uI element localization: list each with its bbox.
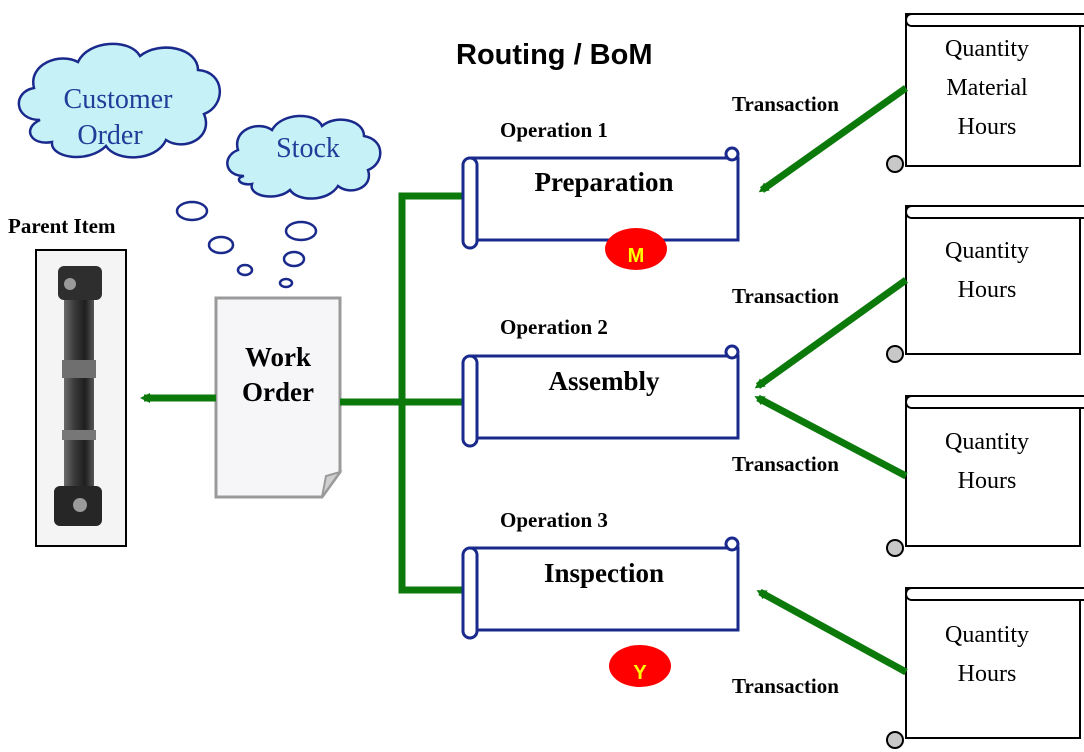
diagram-title: Routing / BoM <box>456 39 653 71</box>
operation-name: Assembly <box>548 366 660 396</box>
transaction-arrow-3 <box>754 394 908 480</box>
doc-line: Material <box>946 75 1028 101</box>
operation-2: Operation 2 Assembly <box>461 315 740 448</box>
operation-1: Operation 1 Preparation M <box>461 118 740 270</box>
transaction-label-2: Transaction <box>732 284 839 308</box>
work-order-document: Work Order <box>214 296 343 499</box>
document-2: Quantity Hours <box>886 205 1084 363</box>
document-4: Quantity Hours <box>886 587 1084 749</box>
work-order-line2: Order <box>242 377 314 407</box>
transaction-label-3: Transaction <box>732 452 839 476</box>
transaction-arrow-2 <box>754 277 909 389</box>
document-1: Quantity Material Hours <box>886 13 1084 173</box>
doc-line: Quantity <box>945 36 1029 62</box>
doc-line: Quantity <box>945 238 1029 264</box>
badge-m-letter: M <box>628 245 645 267</box>
doc-line: Hours <box>958 277 1017 303</box>
transaction-arrow-4 <box>756 588 908 676</box>
customer-order-cloud: Customer Order <box>17 42 221 159</box>
cloud-text-stock: Stock <box>276 133 340 164</box>
transaction-arrows <box>754 85 909 676</box>
operation-name: Preparation <box>535 167 674 197</box>
operation-caption: Operation 1 <box>500 118 608 142</box>
stock-cloud: Stock <box>226 114 382 200</box>
transaction-arrow-1 <box>758 85 909 193</box>
routing-connectors <box>340 192 462 594</box>
badge-y-letter: Y <box>633 662 647 684</box>
doc-line: Hours <box>958 114 1017 140</box>
transaction-label-1: Transaction <box>732 92 839 116</box>
badge-y <box>609 645 671 687</box>
parent-item-image <box>35 249 127 547</box>
doc-line: Quantity <box>945 622 1029 648</box>
work-order-line1: Work <box>245 342 311 372</box>
doc-line: Quantity <box>945 429 1029 455</box>
operation-name: Inspection <box>544 558 664 588</box>
doc-line: Hours <box>958 661 1017 687</box>
thought-bubbles <box>175 200 318 289</box>
document-3: Quantity Hours <box>886 395 1084 557</box>
badge-m <box>605 228 667 270</box>
operation-caption: Operation 3 <box>500 508 608 532</box>
parent-item-label: Parent Item <box>8 214 116 238</box>
transaction-label-4: Transaction <box>732 674 839 698</box>
doc-line: Hours <box>958 468 1017 494</box>
cloud-text-order: Order <box>77 120 143 151</box>
operation-caption: Operation 2 <box>500 315 608 339</box>
cloud-text-customer: Customer <box>64 84 174 115</box>
operation-3: Operation 3 Inspection Y <box>461 508 740 687</box>
